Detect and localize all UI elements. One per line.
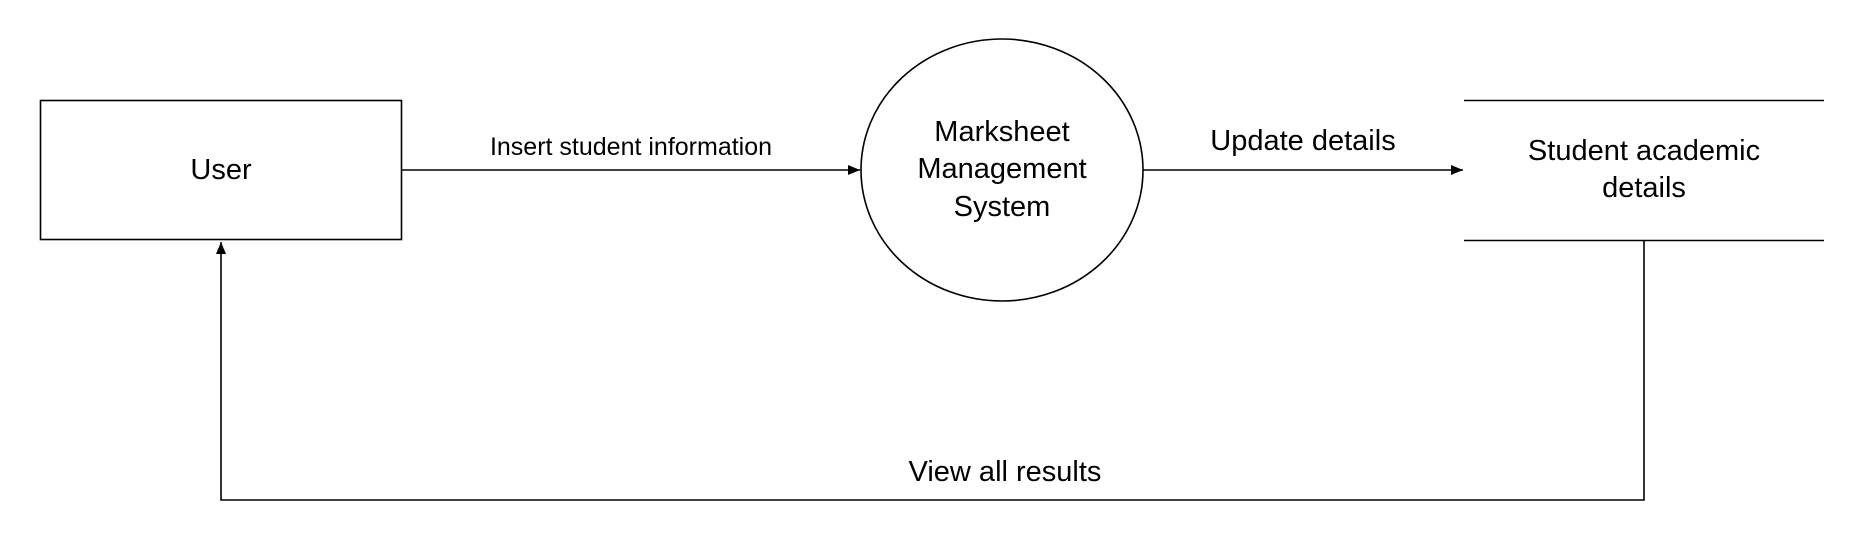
flow-label-process-to-store: Update details <box>1210 125 1396 157</box>
process-node: Marksheet Management System <box>880 70 1124 270</box>
flow-label-user-to-process: Insert student information <box>489 133 773 161</box>
flow-arrow-store-to-user <box>216 240 1645 501</box>
datastore-label: Student academic details <box>1527 134 1761 204</box>
user-entity: User <box>40 100 402 240</box>
datastore-node: Student academic details <box>1466 102 1822 238</box>
flow-label-store-to-user: View all results <box>908 456 1102 488</box>
user-entity-label: User <box>190 153 252 186</box>
user-entity-box[interactable] <box>39 99 403 241</box>
process-label: Marksheet Management System <box>917 116 1087 223</box>
